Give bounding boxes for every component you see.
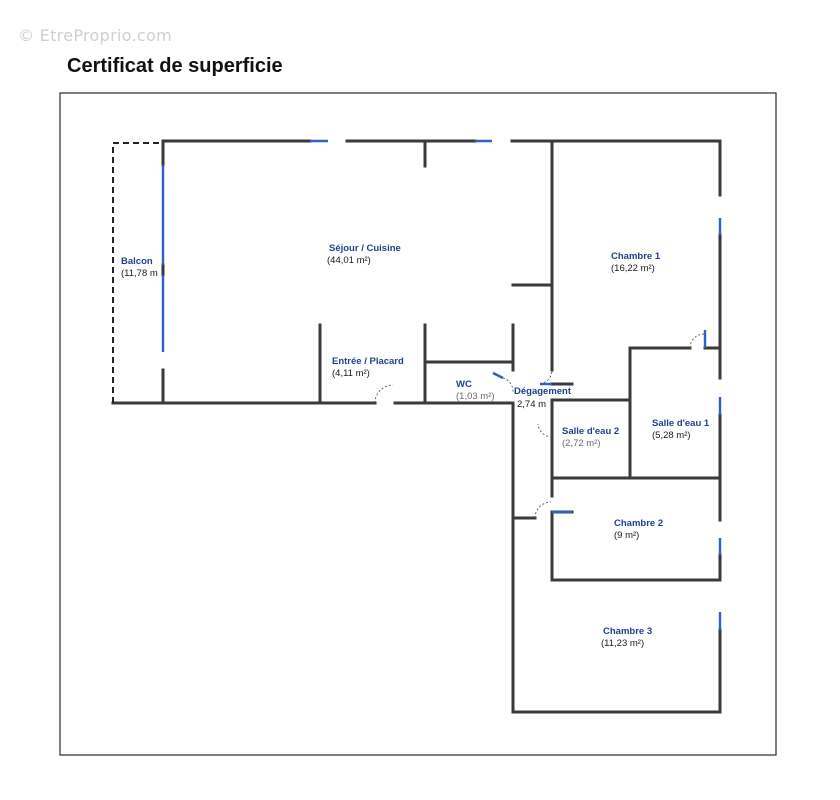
room-name-degagement: Dégagement [514, 386, 572, 397]
watermark-text: © EtreProprio.com [18, 26, 172, 45]
walls [111, 139, 722, 714]
room-name-chambre2: Chambre 2 [614, 518, 663, 529]
room-area-chambre3: (11,23 m²) [601, 638, 644, 649]
room-area-salle-eau-1: (5,28 m²) [652, 430, 691, 441]
room-area-salle-eau-2: (2,72 m²) [562, 438, 601, 449]
room-area-chambre2: (9 m²) [614, 530, 639, 541]
room-area-chambre1: (16,22 m²) [611, 263, 655, 274]
room-area-wc: (1,03 m²) [456, 391, 495, 402]
room-area-sejour: (44,01 m²) [327, 255, 371, 266]
room-name-salle-eau-1: Salle d'eau 1 [652, 418, 710, 429]
balcony-outline [112, 142, 163, 403]
room-area-balcon: (11,78 m [121, 268, 158, 279]
room-labels: Balcon (11,78 m Séjour / Cuisine (44,01 … [121, 243, 710, 649]
room-name-entree: Entrée / Placard [332, 356, 404, 367]
room-area-degagement: 2,74 m [517, 399, 546, 410]
room-area-entree: (4,11 m²) [332, 368, 370, 379]
room-name-chambre3: Chambre 3 [603, 626, 652, 637]
room-name-chambre1: Chambre 1 [611, 251, 661, 262]
room-name-sejour: Séjour / Cuisine [329, 243, 401, 254]
room-name-salle-eau-2: Salle d'eau 2 [562, 426, 619, 437]
door-swings [374, 333, 705, 519]
page-title: Certificat de superficie [67, 55, 283, 77]
room-name-wc: WC [456, 379, 472, 390]
windows [161, 139, 722, 630]
room-name-balcon: Balcon [121, 256, 153, 267]
plan-frame [59, 92, 777, 756]
